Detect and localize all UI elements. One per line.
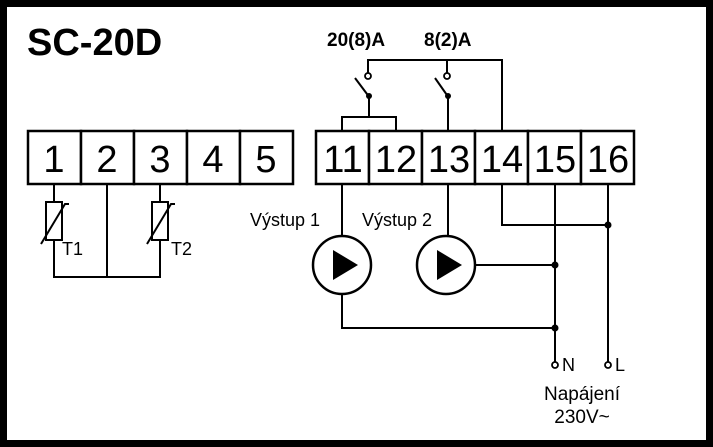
supply-caption-line2: 230V~ [554, 407, 609, 428]
output-1-label: Výstup 1 [250, 210, 320, 230]
output-circuit: Výstup 1 Výstup 2 [250, 184, 555, 329]
supply-caption-line1: Napájení [544, 384, 621, 405]
junction-dot [604, 221, 612, 229]
phase-link-wire [501, 184, 608, 226]
terminal-4-box [185, 129, 242, 186]
sensor-t1-thermistor-mark [40, 203, 69, 245]
terminal-1-label: 1 [43, 139, 64, 181]
terminal-14-box [473, 129, 530, 186]
pump-1-play-icon [333, 250, 358, 280]
terminal-5-box [238, 129, 295, 186]
terminal-n-dot [551, 361, 559, 369]
terminal-16-box [579, 129, 636, 186]
terminal-4-label: 4 [202, 139, 223, 181]
relay2-rating: 8(2)A [424, 30, 472, 51]
relay1-rating: 20(8)A [327, 30, 385, 51]
terminal-16-label: 16 [587, 139, 629, 181]
supply-l-label: L [615, 355, 625, 375]
terminal-12-box [367, 129, 424, 186]
sensor-circuit: T1 T2 [40, 184, 192, 278]
terminal-11-label: 11 [323, 139, 362, 181]
terminal-5-label: 5 [255, 139, 276, 181]
terminal-15-label: 15 [534, 139, 576, 181]
terminal-14-label: 14 [481, 139, 523, 181]
relay-common-wire [367, 59, 503, 131]
junction-dot [551, 261, 559, 269]
pump-2-play-icon [437, 250, 462, 280]
output-2-label: Výstup 2 [362, 210, 432, 230]
right-terminal-block: 11 12 13 14 15 16 [314, 129, 636, 186]
device-title: SC-20D [27, 22, 162, 64]
left-terminal-block: 1 2 3 4 5 [26, 129, 295, 186]
relay-contacts [341, 59, 503, 131]
supply-circuit: N L Napájení 230V~ [501, 184, 625, 428]
relay2-contact-dot [443, 72, 451, 80]
relay1-contact-dot [364, 72, 372, 80]
sensor-t2-thermistor-mark [146, 203, 175, 245]
supply-n-label: N [562, 355, 575, 375]
sensor-t2-label: T2 [171, 239, 192, 259]
terminal-3-label: 3 [149, 139, 170, 181]
terminal-12-label: 12 [375, 139, 417, 181]
terminal-l-dot [604, 361, 612, 369]
sensor-t1-label: T1 [62, 239, 83, 259]
terminal-2-label: 2 [96, 139, 117, 181]
pump-1-neutral-wire [341, 294, 555, 329]
terminal-13-label: 13 [428, 139, 470, 181]
relay1-bridge-11-12 [341, 116, 397, 131]
junction-dot [551, 324, 559, 332]
